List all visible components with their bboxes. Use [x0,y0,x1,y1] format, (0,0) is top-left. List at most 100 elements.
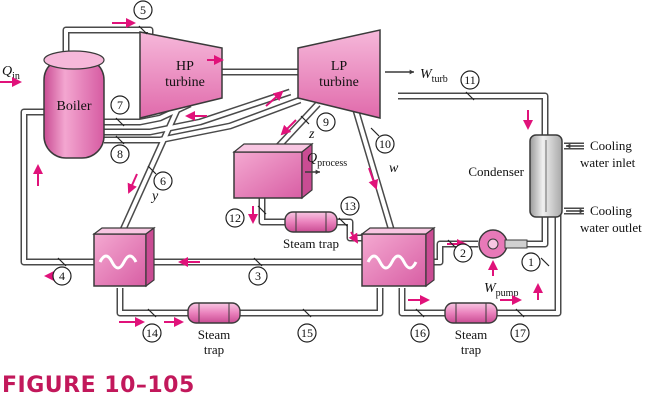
hp-turbine-label-1: HP [176,59,194,74]
state-tick-11 [465,91,475,101]
state-tick-14 [147,308,157,318]
state-circle-1 [521,252,541,272]
state-label-6: 6 [160,174,166,188]
state-label-8: 8 [117,147,123,161]
steam-trap-bottom-left-label-2: trap [204,342,224,357]
state-circle-6 [153,171,173,191]
state-label-9: 9 [323,115,329,129]
state-tick-4 [57,257,67,267]
state-label-11: 11 [464,73,476,87]
state-circle-3 [248,266,268,286]
w-turb-symbol: W [420,67,433,82]
feedwater-heater-2 [360,226,436,288]
flow-arrow [280,119,297,136]
state-label-10: 10 [379,137,391,151]
state-label-12: 12 [229,211,241,225]
steam-trap-bottom-right-label-1: Steam [455,327,488,342]
q-in-label: Qin [2,64,20,82]
cooling-inlet-label-2: water inlet [580,155,636,170]
steam-trap-bottom-right: Steam trap [444,302,498,357]
boiler: Boiler [43,50,105,159]
q-process-symbol: Q [307,151,317,166]
state-circle-5 [133,0,153,20]
lp-turbine: LP turbine [297,29,381,119]
w-turb-sub: turb [432,74,448,85]
state-circle-10 [375,134,395,154]
state-circle-14 [142,323,162,343]
cooling-outlet-label-2: water outlet [580,220,642,235]
process-heater [232,142,314,200]
state-label-1: 1 [528,255,534,269]
arrow-head [315,169,320,175]
state-tick-3 [253,257,263,267]
state-tick-16 [415,308,425,318]
state-circle-9 [316,112,336,132]
hp-turbine-label-2: turbine [165,75,205,90]
state-tick-5 [138,25,148,35]
figure-caption: FIGURE 10–105 [2,373,195,398]
steam-trap-mid-label: Steam trap [283,236,339,251]
state-label-3: 3 [255,269,261,283]
state-circle-17 [510,323,530,343]
w-pump-symbol: W [484,281,497,296]
arrow-head [566,143,571,149]
w-pump-sub: pump [496,288,519,299]
state-circle-15 [297,323,317,343]
state-circle-2 [453,243,473,263]
feedwater-heater-1 [92,226,156,288]
state-label-16: 16 [414,326,426,340]
flow-arrow [127,173,138,194]
state-tick-6 [147,165,157,175]
lp-turbine-label-2: turbine [319,75,359,90]
steam-trap-bottom-left-label-1: Steam [198,327,231,342]
state-label-14: 14 [146,326,158,340]
w-turb-label: Wturb [420,67,448,85]
arrow-head [409,69,414,75]
steam-trap-mid: Steam trap [283,211,339,251]
flow-arrow [265,90,284,107]
q-in-symbol: Q [2,64,12,79]
q-process-label: Qprocess [307,151,347,169]
state-tick-2 [447,239,457,249]
state-circle-11 [460,70,480,90]
state-label-17: 17 [514,326,526,340]
lp-turbine-label-1: LP [331,59,348,74]
state-label-15: 15 [301,326,313,340]
fraction-z: z [308,127,315,142]
state-tick-1 [540,257,550,267]
condenser-label: Condenser [468,164,524,179]
state-tick-10 [370,127,380,137]
arrow-head [579,208,584,214]
cooling-outlet-label-1: Cooling [590,203,632,218]
state-circle-8 [110,144,130,164]
state-label-2: 2 [460,246,466,260]
state-tick-15 [302,308,312,318]
hp-turbine: HP turbine [139,31,223,119]
steam-trap-bottom-right-label-2: trap [461,342,481,357]
w-pump-label: Wpump [484,281,518,299]
state-tick-8 [115,135,125,145]
cooling-inlet-label-1: Cooling [590,138,632,153]
state-tick-7 [115,117,125,127]
q-process-sub: process [317,158,347,169]
state-label-7: 7 [117,98,123,112]
state-label-5: 5 [140,3,146,17]
boiler-label: Boiler [57,99,92,114]
pump [478,229,528,259]
state-circle-16 [410,323,430,343]
state-tick-9 [300,115,310,125]
state-circle-12 [225,208,245,228]
state-tick-17 [515,308,525,318]
q-in-sub: in [12,71,20,82]
steam-trap-bottom-left: Steam trap [187,302,241,357]
state-tick-13 [338,217,348,227]
fraction-w: w [389,161,399,176]
fraction-y: y [150,189,159,204]
state-label-4: 4 [59,269,65,283]
state-label-13: 13 [344,199,356,213]
condenser: Condenser [468,134,563,218]
state-circle-7 [110,95,130,115]
flow-arrow [368,167,379,190]
